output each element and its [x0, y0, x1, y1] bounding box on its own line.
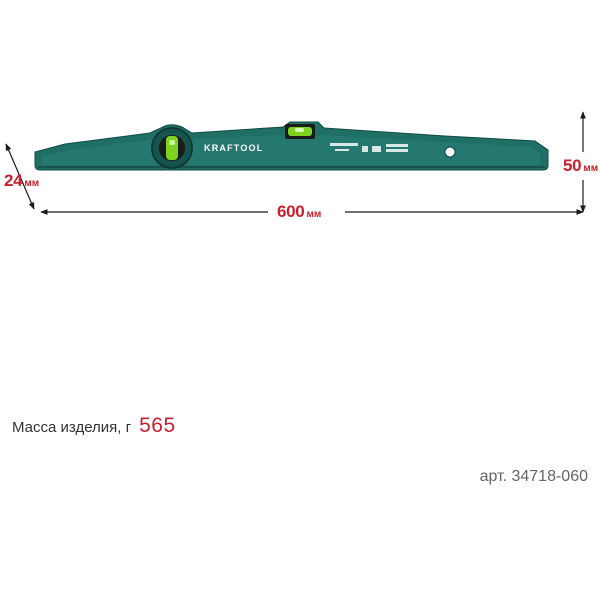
length-unit: мм: [306, 209, 322, 220]
spirit-level: [34, 121, 549, 171]
length-value: 600: [277, 202, 305, 221]
horizontal-vial: [285, 124, 315, 139]
mass-value: 565: [139, 414, 176, 437]
plumb-vial: [151, 127, 193, 169]
mass-label: Масса изделия, г: [12, 419, 132, 436]
width-value: 24: [4, 171, 23, 190]
hanging-hole: [444, 146, 456, 158]
width-arrow: [5, 143, 35, 210]
height-value: 50: [563, 156, 582, 175]
brand-logo: KRAFTOOL: [204, 143, 264, 153]
height-unit: мм: [583, 163, 599, 174]
article-number: арт. 34718-060: [479, 468, 588, 485]
spec-markings: [330, 143, 408, 152]
mass-spec: Масса изделия, г 565: [12, 414, 176, 438]
width-unit: мм: [24, 178, 40, 189]
